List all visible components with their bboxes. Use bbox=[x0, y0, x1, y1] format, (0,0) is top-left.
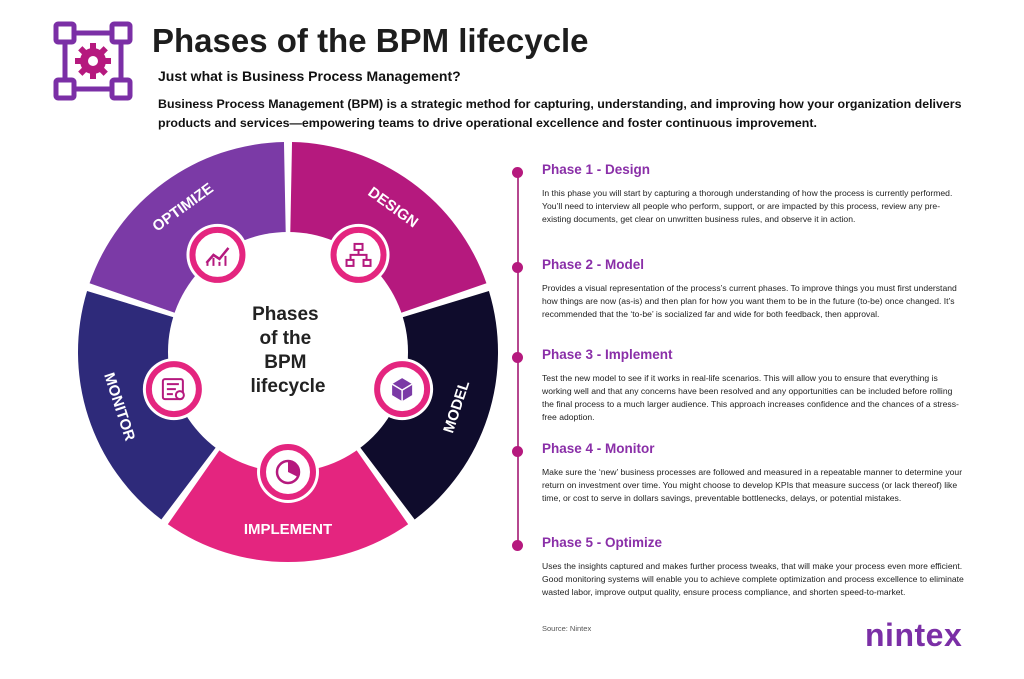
cube-icon bbox=[371, 358, 434, 421]
pie-chart-icon bbox=[257, 441, 319, 503]
center-line-3: BPM bbox=[264, 352, 306, 373]
timeline-dot bbox=[512, 262, 523, 273]
timeline-dot bbox=[512, 352, 523, 363]
line-chart-icon bbox=[186, 223, 249, 286]
phase-title: Phase 2 - Model bbox=[542, 257, 645, 272]
phase-description: In this phase you will start by capturin… bbox=[542, 188, 953, 224]
lifecycle-wheel: Phases of the BPM lifecycle DESIGNMODELI… bbox=[77, 142, 498, 562]
monitor-list-icon bbox=[142, 358, 205, 421]
phase-description: Provides a visual representation of the … bbox=[542, 283, 957, 319]
phase-description: Make sure the ‘new’ business processes a… bbox=[542, 467, 963, 503]
timeline-dot bbox=[512, 540, 523, 551]
phase-title: Phase 4 - Monitor bbox=[542, 441, 655, 456]
center-line-2: of the bbox=[260, 328, 312, 349]
intro-paragraph: Business Process Management (BPM) is a s… bbox=[158, 97, 962, 130]
phase-title: Phase 1 - Design bbox=[542, 162, 651, 177]
source-note: Source: Nintex bbox=[542, 624, 592, 633]
phase-title: Phase 5 - Optimize bbox=[542, 535, 663, 550]
center-line-1: Phases bbox=[252, 304, 319, 325]
flowchart-icon bbox=[327, 223, 390, 286]
phase-description: Test the new model to see if it works in… bbox=[542, 373, 959, 422]
segment-label-implement: IMPLEMENT bbox=[244, 521, 332, 538]
phase-description: Uses the insights captured and makes fur… bbox=[542, 561, 964, 597]
wheel-segment-optimize bbox=[89, 142, 286, 314]
page-subtitle: Just what is Business Process Management… bbox=[158, 68, 461, 84]
wheel-center bbox=[168, 232, 408, 472]
process-gear-icon bbox=[53, 21, 133, 101]
timeline-dot bbox=[512, 446, 523, 457]
nintex-logo: nintex bbox=[865, 617, 963, 653]
timeline-dot bbox=[512, 167, 523, 178]
svg-text:Phases of the BPM: Phases of the BPM lifecycle bbox=[251, 304, 326, 397]
page-title: Phases of the BPM lifecycle bbox=[152, 22, 589, 59]
wheel-segment-implement bbox=[167, 448, 409, 562]
center-line-4: lifecycle bbox=[251, 376, 326, 397]
phase-title: Phase 3 - Implement bbox=[542, 347, 673, 362]
wheel-segment-design bbox=[290, 142, 487, 314]
